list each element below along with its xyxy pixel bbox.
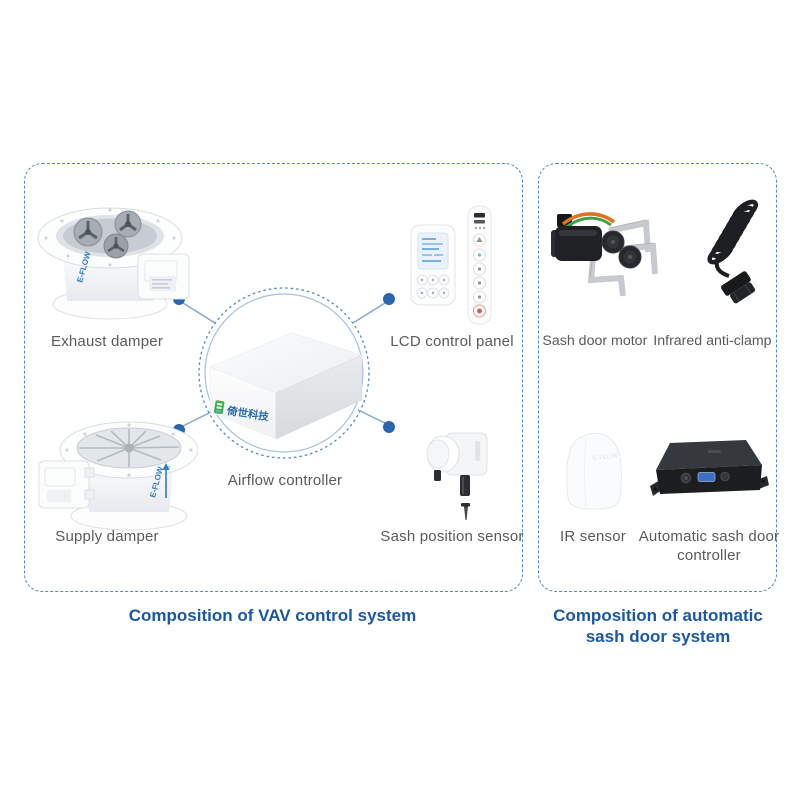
sash-door-system-panel xyxy=(538,163,777,592)
infrared-anti-clamp-image xyxy=(707,199,759,304)
mounting-screw xyxy=(461,503,470,520)
ir-sensor-brand-text: E-FLOW xyxy=(592,452,619,462)
infrared-anti-clamp-label: Infrared anti-clamp xyxy=(653,333,772,349)
lcd-control-panel-label: LCD control panel xyxy=(390,333,514,350)
sash-door-motor-label: Sash door motor xyxy=(542,333,648,349)
ir-sensor-label: IR sensor xyxy=(560,528,626,545)
lcd-control-panel-image xyxy=(410,205,492,325)
supply-damper-image: E-FLOW xyxy=(38,421,198,531)
sensor-head xyxy=(721,271,756,304)
automatic-sash-door-controller-image xyxy=(650,440,769,496)
coiled-cable xyxy=(707,199,759,278)
vav-system-panel xyxy=(24,163,523,592)
handheld-remote xyxy=(410,224,456,306)
sash-door-motor-image xyxy=(551,212,658,297)
motor-anticlamp-label-row: Sash door motor Infrared anti-clamp xyxy=(538,333,776,349)
roller-wheels xyxy=(601,230,642,269)
flow-arrow xyxy=(162,463,170,498)
automatic-sash-door-controller-label: Automatic sash door controller xyxy=(638,528,780,564)
sash-position-sensor-label: Sash position sensor xyxy=(380,528,524,545)
venturi-valves xyxy=(73,210,142,259)
airflow-controller-label: Airflow controller xyxy=(227,472,343,489)
front-ports xyxy=(680,471,730,484)
damper-control-box xyxy=(38,460,95,509)
airflow-controller-image: 倚世科技 xyxy=(209,332,363,440)
ir-sensor-image: E-FLOW xyxy=(566,432,622,510)
sash-position-sensor-image xyxy=(426,432,488,520)
exhaust-damper-label: Exhaust damper xyxy=(50,333,164,350)
sash-door-system-title: Composition of automatic sash door syste… xyxy=(553,606,763,646)
damper-control-box xyxy=(137,253,190,300)
strip-panel xyxy=(467,205,492,325)
vav-system-title: Composition of VAV control system xyxy=(128,606,417,625)
exhaust-damper-image: E-FLOW xyxy=(37,207,190,320)
supply-damper-label: Supply damper xyxy=(55,528,159,545)
